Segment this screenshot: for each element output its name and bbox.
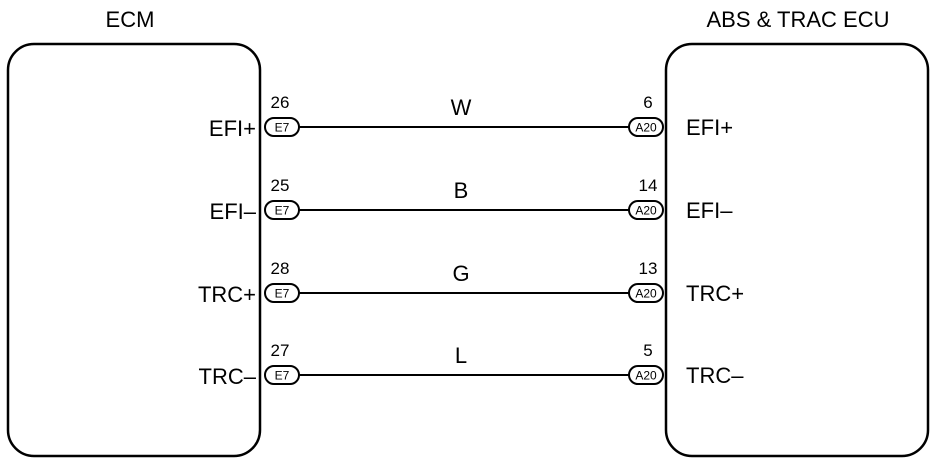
abs-ecu-title: ABS & TRAC ECU [707,7,890,32]
ecm-title: ECM [106,7,155,32]
ecm-connector-e7 [264,365,300,385]
abs-pin-number: 14 [639,176,658,195]
abs-connector-label: A20 [635,204,657,218]
ecm-connector-label: E7 [275,369,290,383]
wire-color-code: L [455,343,467,368]
ecm-connector-e7 [264,117,300,137]
abs-ecu-box [664,42,930,458]
abs-connector-label: A20 [635,369,657,383]
ecm-box [6,42,262,458]
wire-color-code: G [452,261,469,286]
ecm-signal-label: EFI– [210,199,257,224]
ecm-pin-number: 27 [271,341,290,360]
ecm-connector-label: E7 [275,287,290,301]
wire-color-code: W [451,95,472,120]
abs-connector-a20 [628,283,664,303]
abs-signal-label: EFI+ [686,115,733,140]
ecm-signal-label: TRC– [199,364,257,389]
ecm-connector-label: E7 [275,121,290,135]
ecm-connector-e7 [264,283,300,303]
abs-signal-label: EFI– [686,198,733,223]
abs-pin-number: 13 [639,259,658,278]
ecm-signal-label: EFI+ [209,116,256,141]
abs-connector-label: A20 [635,287,657,301]
abs-connector-a20 [628,117,664,137]
abs-pin-number: 5 [643,341,652,360]
ecm-pin-number: 26 [271,93,290,112]
abs-signal-label: TRC– [686,363,744,388]
ecm-pin-number: 25 [271,176,290,195]
abs-signal-label: TRC+ [686,281,744,306]
abs-connector-label: A20 [635,121,657,135]
abs-connector-a20 [628,200,664,220]
wire-color-code: B [454,178,469,203]
ecm-pin-number: 28 [271,259,290,278]
ecm-signal-label: TRC+ [198,282,256,307]
ecm-connector-label: E7 [275,204,290,218]
ecm-connector-e7 [264,200,300,220]
abs-connector-a20 [628,365,664,385]
abs-pin-number: 6 [643,93,652,112]
